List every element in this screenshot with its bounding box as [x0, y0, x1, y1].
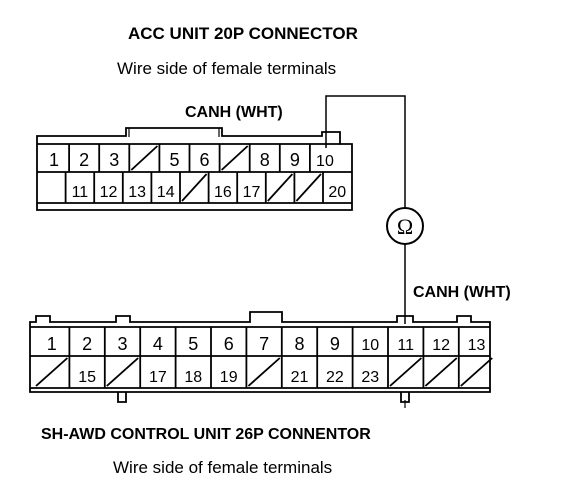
- acc-row2-terminal-14: 14: [157, 184, 175, 201]
- test-wire: [325, 95, 406, 408]
- acc-row1-terminal-8: 8: [260, 150, 270, 170]
- acc-row2-terminal-17: 17: [243, 184, 261, 201]
- ohm-symbol: Ω: [397, 214, 413, 239]
- acc-row2-terminal-12: 12: [100, 184, 118, 201]
- acc-row2-unused-terminal: [181, 173, 208, 202]
- awd-wire-label: CANH (WHT): [413, 284, 511, 301]
- acc-row2-terminal-11: 11: [72, 184, 89, 201]
- awd-row2-terminal-22: 22: [326, 369, 344, 386]
- awd-row1-terminal-2: 2: [82, 334, 92, 354]
- awd-row1-terminal-1: 1: [47, 334, 57, 354]
- awd-row1-terminal-3: 3: [117, 334, 127, 354]
- acc-row1-terminal-6: 6: [200, 150, 210, 170]
- awd-row1-terminal-4: 4: [153, 334, 163, 354]
- awd-connector-title: SH-AWD CONTROL UNIT 26P CONNENTOR: [41, 426, 371, 443]
- acc-row2-unused-terminal: [295, 173, 322, 202]
- awd-row1-terminal-5: 5: [188, 334, 198, 354]
- awd-row2-terminal-17: 17: [149, 369, 167, 386]
- awd-row1-terminal-9: 9: [330, 334, 340, 354]
- acc-row1-terminal-2: 2: [79, 150, 89, 170]
- acc-connector-title: ACC UNIT 20P CONNECTOR: [128, 24, 358, 43]
- acc-row1-terminal-1: 1: [49, 150, 59, 170]
- awd-row1-terminal-12: 12: [432, 337, 450, 354]
- awd-connector-subtitle: Wire side of female terminals: [113, 458, 333, 477]
- acc-row1-terminal-5: 5: [169, 150, 179, 170]
- awd-row2-unused-terminal: [389, 357, 422, 387]
- awd-row2-unused-terminal: [35, 357, 68, 387]
- acc-row2-terminal-20: 20: [328, 184, 346, 201]
- awd-row1-terminal-13: 13: [468, 337, 486, 354]
- awd-row2-unused-terminal: [247, 357, 281, 387]
- acc-connector-subtitle: Wire side of female terminals: [117, 59, 337, 78]
- awd-row2-terminal-19: 19: [220, 369, 238, 386]
- awd-row1-terminal-6: 6: [224, 334, 234, 354]
- acc-row1-terminal-3: 3: [109, 150, 119, 170]
- awd-row2-terminal-18: 18: [184, 369, 202, 386]
- awd-row2-unused-terminal: [460, 357, 493, 387]
- awd-row1-terminal-11: 11: [397, 337, 414, 354]
- acc-row1-unused-terminal: [220, 145, 249, 171]
- awd-row1-terminal-7: 7: [259, 334, 269, 354]
- awd-row1-terminal-10: 10: [361, 337, 379, 354]
- acc-row1-terminal-10: 10: [316, 153, 334, 170]
- acc-wire-label: CANH (WHT): [185, 104, 283, 121]
- acc-row1-unused-terminal: [130, 145, 159, 171]
- acc-row2-terminal-13: 13: [128, 184, 146, 201]
- awd-row2-terminal-21: 21: [291, 369, 309, 386]
- ohmmeter-icon: Ω: [386, 207, 424, 245]
- awd-row2-unused-terminal: [424, 357, 458, 387]
- awd-row2-unused-terminal: [106, 357, 139, 387]
- awd-row2-terminal-23: 23: [361, 369, 379, 386]
- awd-row2-terminal-15: 15: [78, 369, 96, 386]
- acc-row2-terminal-16: 16: [214, 184, 232, 201]
- awd-row1-terminal-8: 8: [294, 334, 304, 354]
- acc-row2-unused-terminal: [267, 173, 294, 202]
- acc-row1-terminal-9: 9: [290, 150, 300, 170]
